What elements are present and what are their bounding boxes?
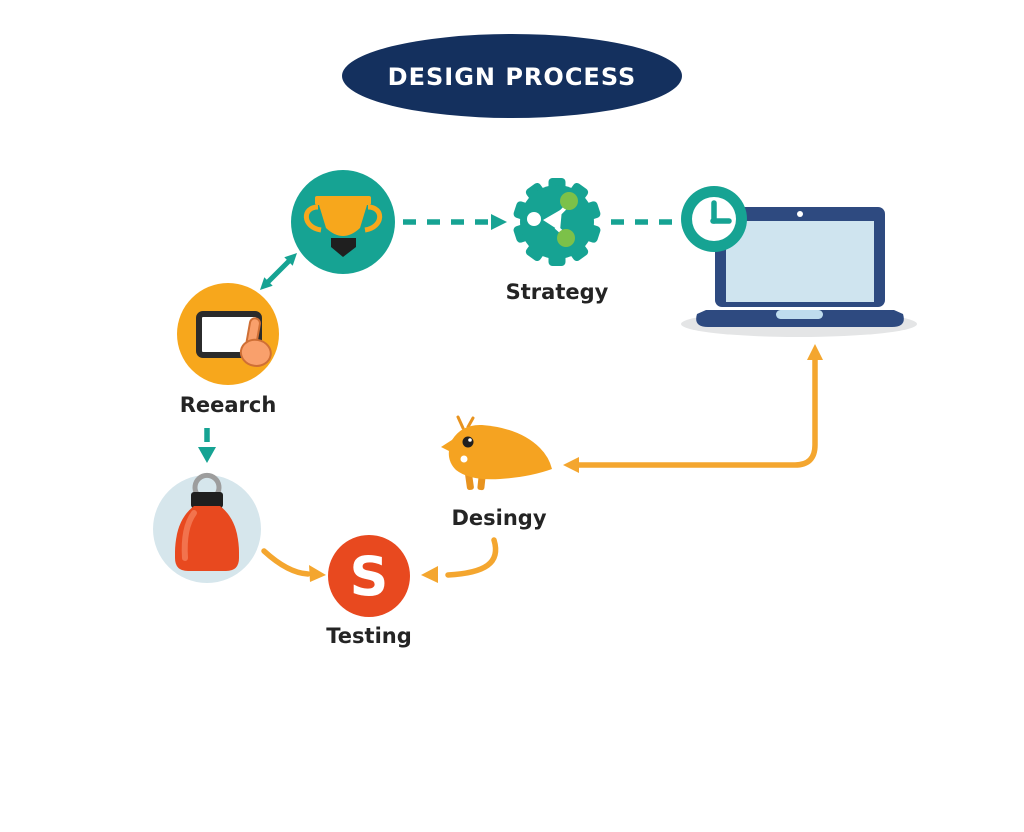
testing-badge — [328, 535, 410, 617]
testing-label: Testing — [326, 624, 412, 648]
design-label: Desingy — [451, 506, 546, 530]
arrow-design-testing — [421, 537, 499, 583]
bird-icon — [441, 415, 552, 491]
testing-badge-letter: S — [350, 545, 389, 608]
design-node: Desingy — [441, 415, 552, 530]
testing-node: S Testing — [326, 535, 412, 648]
strategy-label: Strategy — [506, 280, 609, 304]
bottle-node — [153, 472, 261, 583]
arrow-research-trophy — [260, 253, 297, 290]
gear-share-icon — [513, 178, 601, 266]
clock-icon — [681, 186, 747, 252]
research-node: Reearch — [177, 283, 279, 417]
title-ellipse — [342, 34, 682, 118]
tablet-touch-icon — [196, 311, 272, 367]
arrow-laptop-design — [563, 344, 823, 473]
trophy-node — [291, 170, 395, 274]
laptop-node — [681, 186, 917, 337]
page-title: DESIGN PROCESS — [388, 63, 637, 91]
laptop-icon — [681, 207, 917, 337]
bottle-icon — [175, 472, 239, 571]
research-label: Reearch — [180, 393, 277, 417]
strategy-node: Strategy — [506, 178, 609, 304]
arrow-research-bottle — [198, 428, 216, 463]
trophy-icon — [303, 196, 383, 257]
arrow-trophy-strategy — [403, 214, 507, 230]
arrow-bottle-testing — [261, 548, 326, 582]
title-banner: DESIGN PROCESS — [342, 34, 682, 118]
